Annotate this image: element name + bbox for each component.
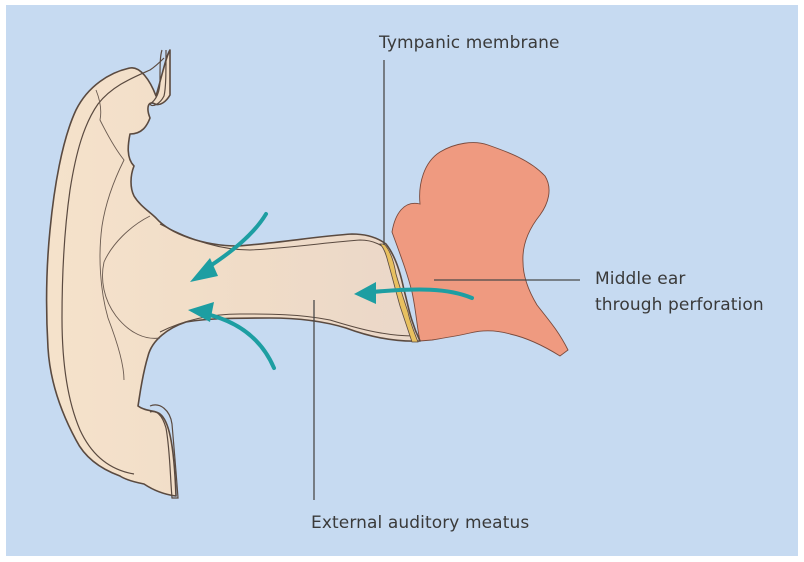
middle-ear-shape [392,143,568,356]
label-middle-ear-line1: Middle ear [595,266,764,292]
label-middle-ear-line2: through perforation [595,292,764,318]
label-middle-ear: Middle ear through perforation [595,266,764,318]
label-tympanic-membrane: Tympanic membrane [379,30,560,56]
label-external-auditory-meatus: External auditory meatus [311,510,529,536]
